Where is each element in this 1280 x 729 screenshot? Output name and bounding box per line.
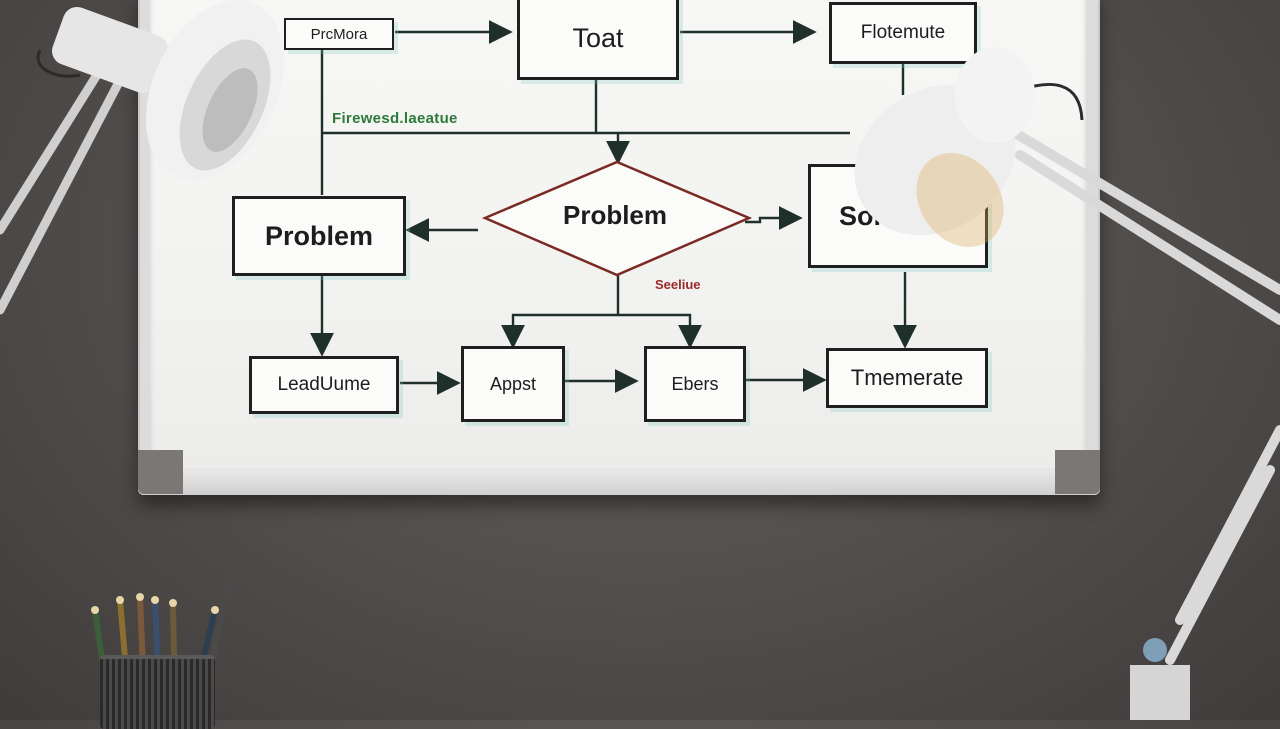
node-toat-label: Toat <box>572 22 624 53</box>
node-leaduume: LeadUume <box>249 356 399 414</box>
decision-diamond <box>481 160 753 277</box>
node-tmemerate: Tmemerate <box>826 348 988 408</box>
whiteboard-tray <box>138 470 1100 495</box>
node-flotemute-label: Flotemute <box>860 22 946 43</box>
line-branch <box>511 313 692 340</box>
note-green: Firewesd.laeatue <box>332 110 458 127</box>
pencil-cup <box>100 655 215 729</box>
node-problem-label: Problem <box>264 220 374 251</box>
node-problem: Problem <box>232 196 406 276</box>
arrow-diamond-solution <box>745 206 803 230</box>
note-red: Seeliue <box>655 277 701 292</box>
node-appst-label: Appst <box>489 373 537 394</box>
node-prcmora: PrcMora <box>284 18 394 50</box>
node-prcmora-label: PrcMora <box>310 25 368 43</box>
desk-lamp-right <box>854 47 1280 720</box>
diamond-label: Problem <box>562 200 668 230</box>
node-leaduume-label: LeadUume <box>277 374 371 395</box>
frame-corner-left <box>138 450 183 494</box>
node-appst: Appst <box>461 346 565 422</box>
desk-lamp-left <box>0 0 285 315</box>
node-flotemute: Flotemute <box>829 2 977 64</box>
node-tmemerate-label: Tmemerate <box>850 365 964 390</box>
node-toat: Toat <box>517 0 679 80</box>
frame-corner-right <box>1055 450 1100 494</box>
node-ebers: Ebers <box>644 346 746 422</box>
node-ebers-label: Ebers <box>671 373 719 394</box>
